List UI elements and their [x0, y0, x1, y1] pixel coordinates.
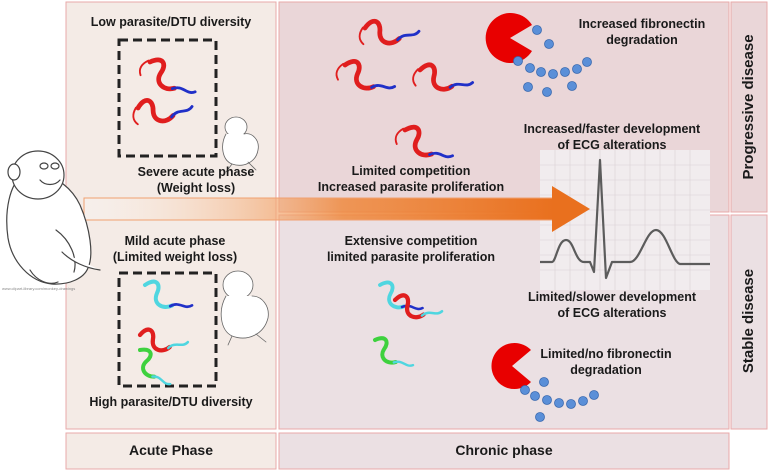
monkey-drawing-icon: [6, 150, 101, 285]
pacman-protease-icon: [485, 13, 532, 64]
mild-acute-label: Mild acute phase: [124, 234, 226, 248]
extensive-competition-label: Extensive competition: [344, 234, 478, 248]
fibronectin-limited-sublabel: degradation: [570, 363, 642, 377]
image-credit: www.clipart-library.com/monkey-drawings: [2, 286, 76, 291]
ecg-trace-icon: [540, 158, 710, 280]
fibronectin-increased-label: Increased fibronectin: [578, 17, 706, 31]
fibronectin-bead-icon: [520, 377, 599, 422]
fibronectin-limited-label: Limited/no fibronectin: [540, 347, 672, 361]
ecg-increased-label: Increased/faster development: [523, 122, 701, 136]
monkey-drawing-icon: [220, 270, 269, 346]
ecg-limited-label: Limited/slower development: [527, 290, 697, 304]
progressive-side-panel: [730, 1, 768, 213]
monkey-drawing-icon: [222, 116, 259, 173]
high-diversity-label: High parasite/DTU diversity: [89, 395, 253, 409]
increased-proliferation-label: Increased parasite proliferation: [317, 180, 505, 194]
low-diversity-box: [117, 38, 218, 158]
chronic-phase-label: Chronic phase: [455, 442, 553, 458]
stable-disease-label: Stable disease: [740, 268, 757, 374]
pacman-protease-icon: [491, 343, 531, 389]
fibronectin-increased-sublabel: degradation: [606, 33, 678, 47]
mild-acute-sublabel: (Limited weight loss): [112, 250, 238, 264]
limited-proliferation-label: limited parasite proliferation: [326, 250, 496, 264]
acute-phase-footer: [65, 432, 277, 470]
high-diversity-box: [117, 271, 218, 388]
low-diversity-label: Low parasite/DTU diversity: [90, 15, 252, 29]
stable-side-panel: [730, 214, 768, 430]
ecg-limited-sublabel: of ECG alterations: [557, 306, 667, 320]
severe-acute-label: Severe acute phase: [137, 165, 255, 179]
severe-acute-sublabel: (Weight loss): [156, 181, 236, 195]
chronic-phase-footer: [278, 432, 730, 470]
progression-arrow: [83, 186, 590, 232]
ecg-increased-sublabel: of ECG alterations: [557, 138, 667, 152]
progressive-disease-label: Progressive disease: [740, 34, 757, 180]
acute-phase-label: Acute Phase: [128, 442, 214, 458]
fibronectin-bead-icon: [513, 25, 592, 97]
limited-competition-label: Limited competition: [351, 164, 471, 178]
